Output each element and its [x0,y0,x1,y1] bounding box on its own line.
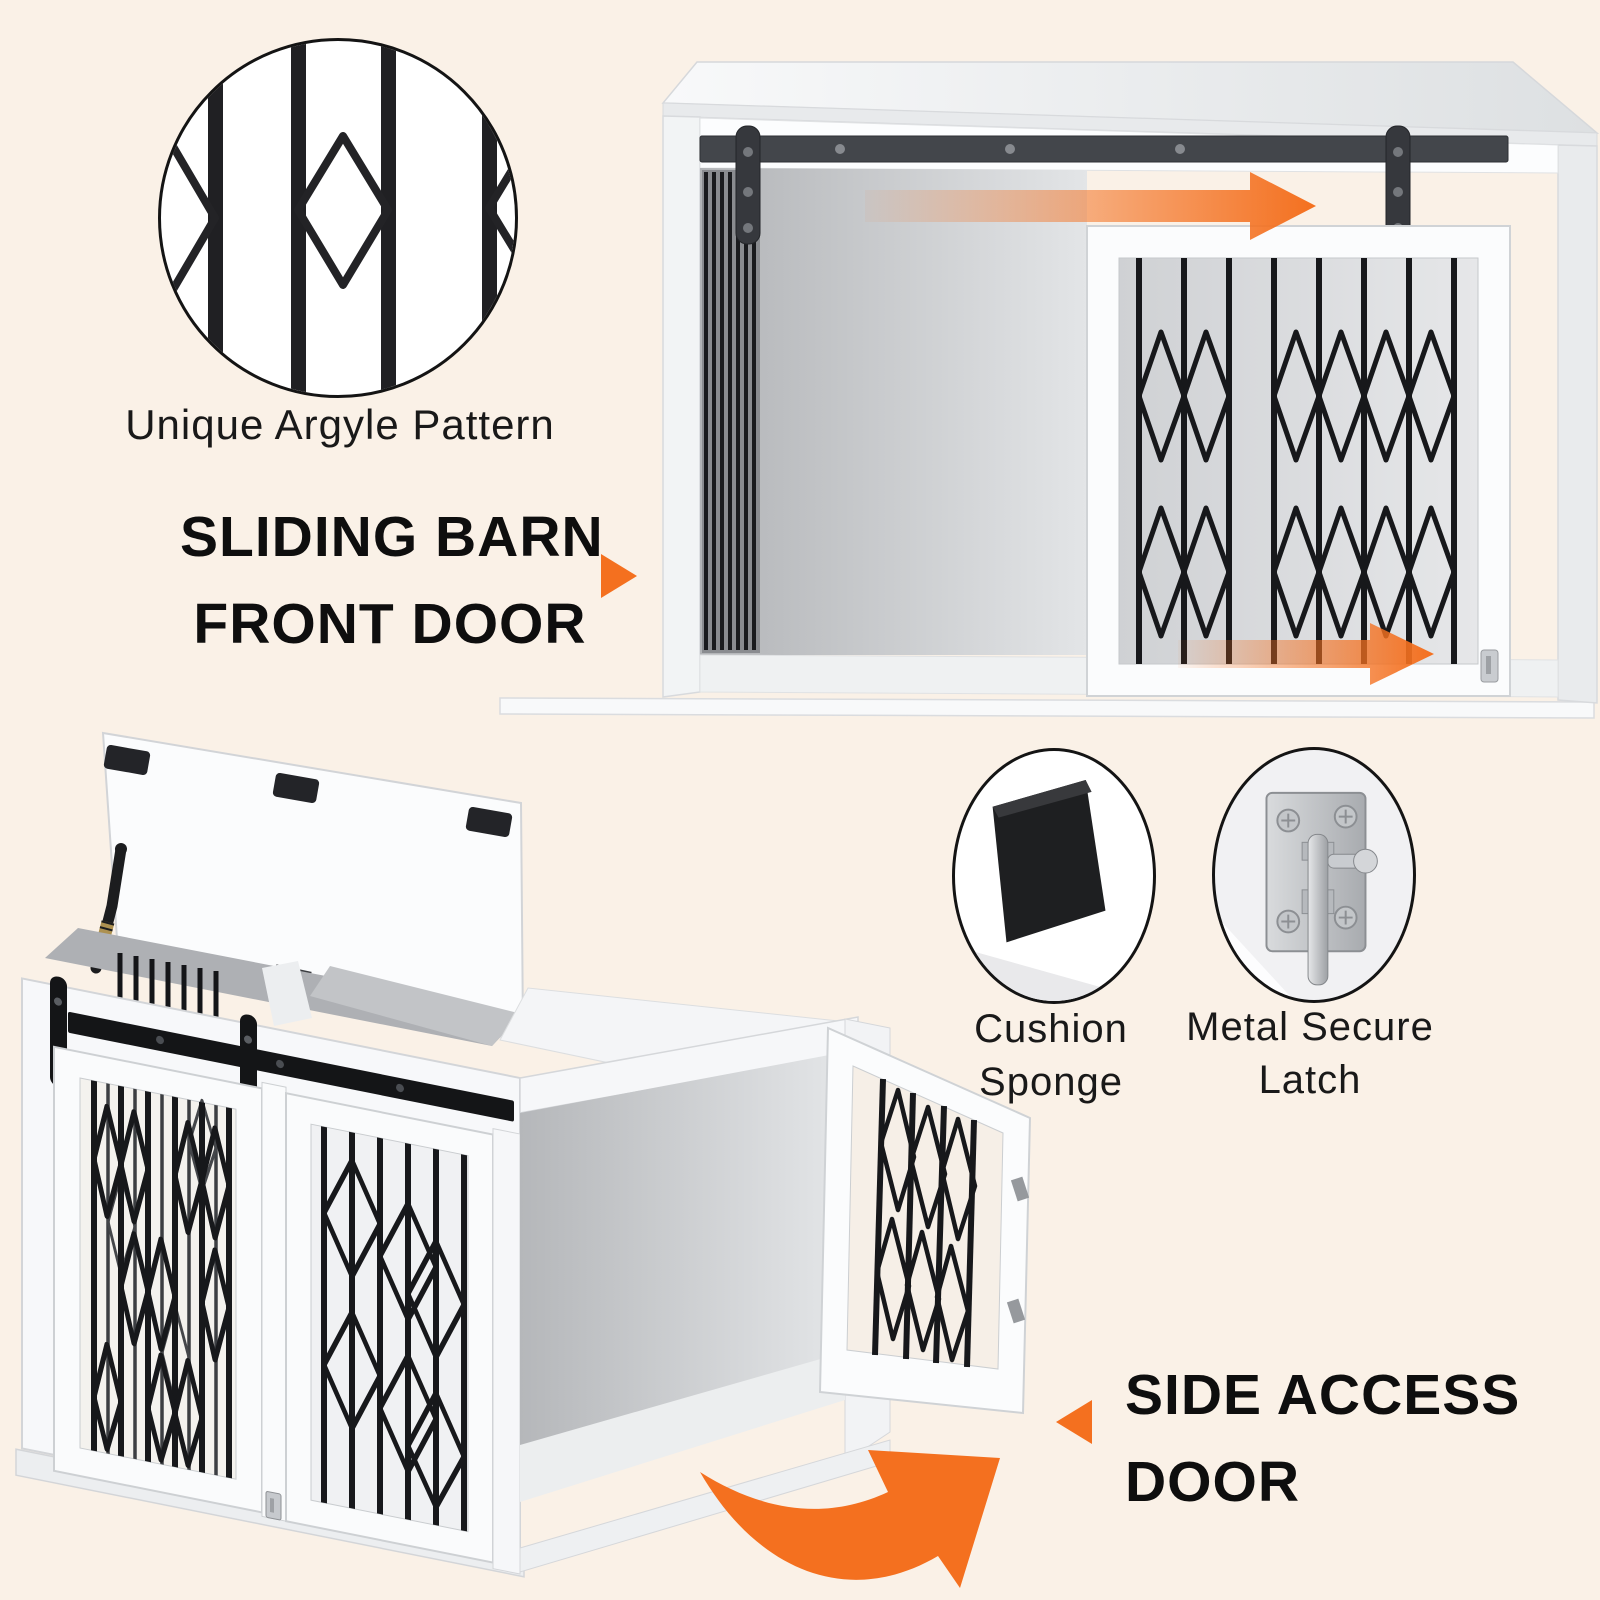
feature-title-side-access-line1: SIDE ACCESS [1125,1363,1521,1427]
latch-callout-circle [1212,747,1416,1003]
arrow-left-icon [1056,1400,1092,1444]
open-top-cavity [45,928,849,1083]
feature-title-sliding-barn: SLIDING BARN FRONT DOOR [180,494,604,668]
cushion-caption: Cushion Sponge [930,1003,1172,1109]
argyle-pattern-icon [161,41,515,395]
barn-door-rail [699,135,1509,163]
crate-open-view-illustration [15,731,1032,1588]
side-access-door [818,1026,1032,1415]
lid-pads [103,744,513,838]
feature-title-side-access: SIDE ACCESS DOOR [1125,1352,1595,1526]
crate-front-face [15,976,525,1578]
curved-arrow-icon [700,1450,1000,1588]
door-hanger-left [735,125,761,245]
slide-direction-arrow-bottom-icon [1178,623,1434,685]
argyle-zoom-circle [158,38,518,398]
latch-caption-line2: Latch [1258,1058,1362,1102]
side-panel-bars [702,170,760,653]
argyle-caption: Unique Argyle Pattern [125,401,555,448]
slide-direction-arrow-top-icon [865,172,1316,240]
crate-front-view-illustration [499,61,1600,719]
divider-top-edge [262,961,312,1026]
latch-caption-line1: Metal Secure [1186,1005,1434,1049]
sliding-barn-door [1086,225,1511,697]
front-corner-post [492,1128,521,1575]
crate-roof [661,61,1600,147]
cushion-caption-line2: Sponge [979,1060,1123,1104]
front-fixed-panel [285,1092,494,1564]
side-opening [519,1016,891,1573]
feature-title-sliding-barn-line1: SLIDING BARN [180,505,604,569]
front-barn-rail [68,1011,514,1122]
crate-base [499,697,1595,719]
arrow-right-icon [601,554,637,598]
cushion-callout-circle [952,748,1156,1004]
sponge-icon [955,779,1151,1001]
latch-caption: Metal Secure Latch [1172,1001,1448,1107]
latch-icon [1215,791,1378,1000]
side-door-hinges [1006,1176,1030,1324]
feature-title-side-access-line2: DOOR [1125,1450,1300,1514]
argyle-diamonds [1136,329,1457,639]
center-divider-stile [261,1081,287,1522]
feature-title-sliding-barn-line2: FRONT DOOR [193,592,587,656]
front-sliding-door [53,1045,263,1514]
door-latch [1480,649,1499,683]
cushion-caption-line1: Cushion [974,1007,1128,1051]
